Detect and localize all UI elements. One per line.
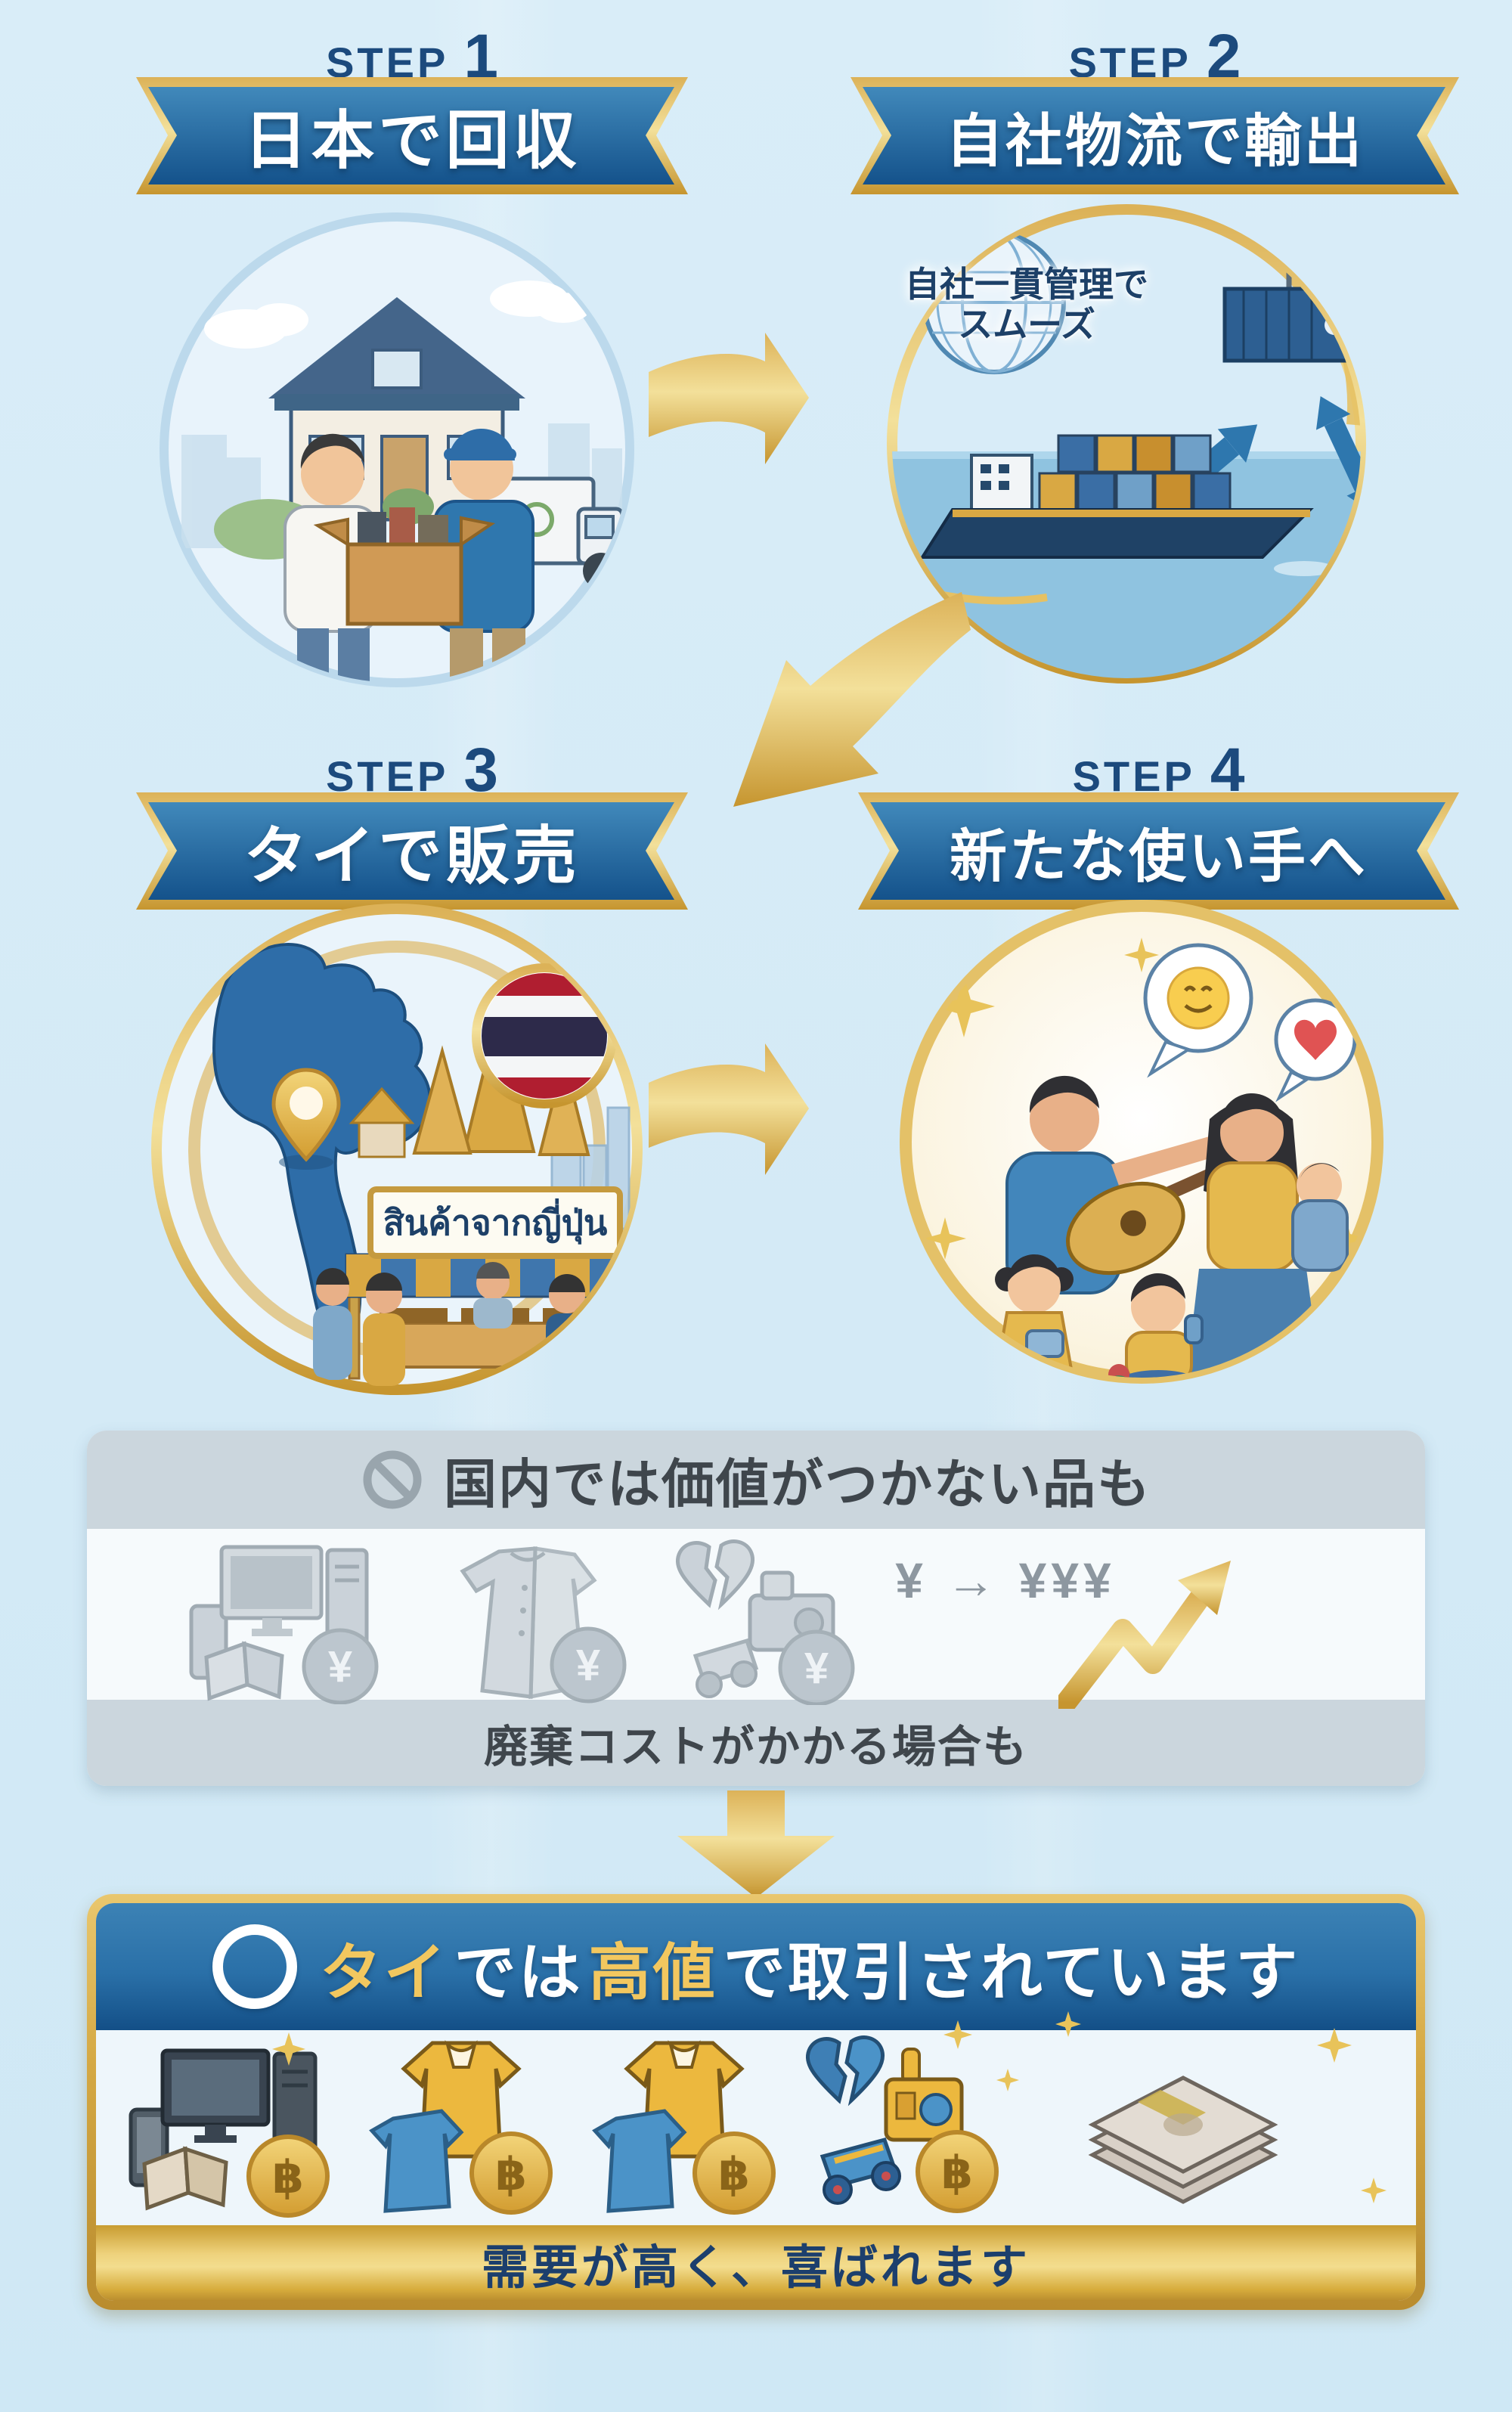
color-shirts-icon: ฿ xyxy=(586,2035,782,2221)
positive-title-price: 高値 xyxy=(588,1938,717,2007)
step2-banner: 自社物流で輸出 xyxy=(850,77,1459,194)
positive-title-thai: タイ xyxy=(319,1938,448,2007)
step4-banner-ribbon xyxy=(858,792,1459,910)
baht-badge: ฿ xyxy=(495,2149,527,2200)
step3-illustration: สินค้าจากญี่ปุ่น xyxy=(151,904,643,1395)
step1-banner-ribbon xyxy=(136,77,688,194)
daughter-playing xyxy=(993,1254,1076,1378)
ok-circle-icon xyxy=(212,1924,297,2009)
cargo-ship-icon xyxy=(919,434,1334,605)
prohibition-icon xyxy=(363,1450,422,1509)
son-playing xyxy=(1114,1273,1204,1378)
step1-scene-collection-in-japan xyxy=(155,208,639,692)
negative-panel-footer: 廃棄コストがかかる場合も xyxy=(87,1700,1425,1786)
step3-banner: タイで販売 xyxy=(136,792,688,910)
step2-illustration xyxy=(887,204,1366,684)
step4-label-word: STEP xyxy=(1072,752,1195,800)
heart-icon xyxy=(1294,1019,1337,1060)
color-electronics-icon: ฿ xyxy=(125,2042,336,2219)
gray-clothing-icon: ¥ xyxy=(446,1535,631,1705)
location-pin-icon xyxy=(271,1068,341,1170)
donation-box-icon xyxy=(313,488,496,626)
arrow-step1-to-step2-icon xyxy=(643,325,816,484)
step4-banner: 新たな使い手へ xyxy=(858,792,1459,910)
thai-flag-icon xyxy=(472,963,617,1108)
yen-progression-text: ¥ → ¥¥¥ xyxy=(895,1552,1116,1608)
color-shirts-icon: ฿ xyxy=(363,2035,559,2221)
yen-badge: ¥ xyxy=(328,1642,352,1691)
smiley-icon xyxy=(1167,966,1230,1030)
baht-badge: ฿ xyxy=(941,2147,973,2198)
step3-banner-title: タイで販売 xyxy=(243,820,581,891)
step4-banner-title: 新たな使い手へ xyxy=(950,824,1368,889)
baht-badge: ฿ xyxy=(272,2152,304,2203)
positive-panel-footer-text: 需要が高く、喜ばれます xyxy=(481,2242,1030,2294)
step2-caption-line2: スムーズ xyxy=(958,304,1095,344)
father-with-guitar xyxy=(1005,1075,1260,1294)
step4-illustration xyxy=(900,900,1383,1384)
speech-bubble-smiley xyxy=(1143,943,1253,1078)
toy-stack-icon xyxy=(1106,1364,1132,1378)
baht-badge: ฿ xyxy=(718,2149,750,2200)
yen-badge: ¥ xyxy=(804,1644,829,1693)
arrow-down-icon xyxy=(673,1790,839,1898)
step2-banner-title: 自社物流で輸出 xyxy=(946,109,1364,174)
speech-bubble-heart xyxy=(1274,998,1357,1102)
step1-banner-title: 日本で回収 xyxy=(243,105,581,176)
step2-banner-ribbon xyxy=(850,77,1459,194)
thailand-map xyxy=(212,943,432,1344)
growth-arrow-icon xyxy=(1055,1558,1236,1713)
gray-broken-toy-icon: ¥ xyxy=(665,1535,858,1707)
step2-caption: 自社一貫管理で スムーズ xyxy=(887,265,1167,345)
yen-badge: ¥ xyxy=(576,1641,600,1690)
step3-label-word: STEP xyxy=(326,752,449,800)
cloud-icon xyxy=(204,303,308,349)
negative-panel-header: 国内では価値がつかない品も xyxy=(87,1431,1425,1529)
mother-with-baby xyxy=(1187,1093,1349,1372)
positive-panel-header: タイ では 高値 で取引されています xyxy=(96,1903,1416,2030)
positive-title-mid: では xyxy=(454,1938,583,2007)
arrow-step2-to-step3-icon xyxy=(680,571,975,828)
color-broken-toy-icon: ฿ xyxy=(801,2032,1005,2221)
step1-illustration xyxy=(160,212,634,687)
step4-scene-new-family xyxy=(892,892,1391,1391)
stall-sign-text: สินค้าจากญี่ปุ่น xyxy=(383,1198,608,1245)
negative-panel-footer-text: 廃棄コストがかかる場合も xyxy=(483,1722,1028,1772)
banknotes-icon xyxy=(1058,2042,1308,2219)
step2-caption-line1: 自社一貫管理で xyxy=(905,265,1148,304)
positive-panel-footer: 需要が高く、喜ばれます xyxy=(96,2225,1416,2301)
gray-electronics-icon: ¥ xyxy=(185,1536,386,1705)
step3-banner-ribbon xyxy=(136,792,688,910)
negative-panel-title: 国内では価値がつかない品も xyxy=(444,1454,1151,1514)
step2-scene-export-shipping: 自社一貫管理で スムーズ xyxy=(881,198,1372,690)
step3-scene-thailand-market: สินค้าจากญี่ปุ่น xyxy=(144,896,650,1403)
positive-title-rest: で取引されています xyxy=(723,1938,1300,2007)
arrow-step3-to-step4-icon xyxy=(643,1036,816,1195)
step1-banner: 日本で回収 xyxy=(136,77,688,194)
